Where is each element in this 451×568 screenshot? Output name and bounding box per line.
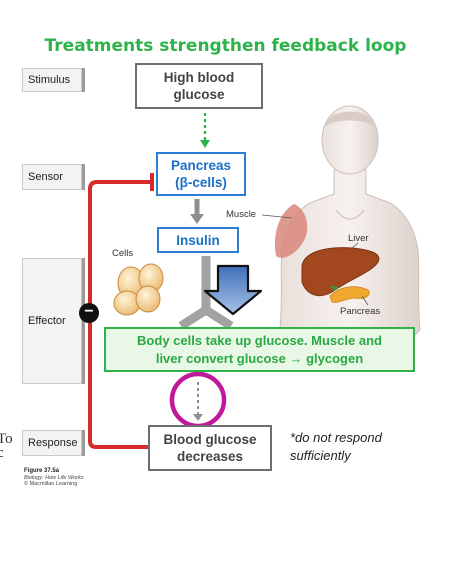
stage-response: Response — [22, 430, 82, 456]
liver-shape — [301, 247, 380, 297]
response-box: Blood glucose decreases — [148, 425, 272, 471]
insulin-box: Insulin — [157, 227, 239, 253]
clipped-edge-text: To c — [0, 431, 13, 461]
sensor-box: Pancreas (β-cells) — [156, 152, 246, 196]
stage-stimulus-label: Stimulus — [28, 74, 71, 86]
insulin-branch-right — [203, 306, 234, 330]
large-blue-arrow — [203, 264, 263, 316]
figure-publisher: © Macmillan Learning — [24, 481, 78, 487]
insulin-label: Insulin — [176, 232, 220, 248]
diagram-title: Treatments strengthen feedback loop — [44, 36, 407, 56]
note-line-2: sufficiently — [290, 448, 351, 463]
stimulus-line-2: glucose — [173, 87, 225, 102]
stage-sensor-label: Sensor — [28, 171, 63, 183]
sensor-line-2: (β-cells) — [175, 175, 227, 190]
stage-response-label: Response — [28, 437, 78, 449]
stage-effector-label: Effector — [28, 315, 66, 327]
response-line-1: Blood glucose — [163, 432, 257, 447]
pancreas-label: Pancreas — [340, 306, 381, 317]
figure-caption: Figure 37.5a Biology: How Life Works © M… — [24, 468, 84, 488]
figure-book: Biology: How Life Works — [24, 474, 84, 481]
action-line-2: liver convert glucose → glycogen — [155, 350, 364, 366]
action-line-1: Body cells take up glucose. Muscle and — [137, 332, 382, 348]
sensor-line-1: Pancreas — [170, 158, 232, 173]
stimulus-box: High blood glucose — [135, 63, 263, 109]
muscle-pointer — [261, 214, 293, 219]
stimulus-line-1: High blood — [163, 70, 235, 85]
cells-label: Cells — [112, 248, 134, 259]
sensor-insulin-arrowhead — [190, 214, 204, 224]
liver-pointer — [351, 242, 359, 249]
negative-sign: − — [84, 303, 94, 320]
liver-label: Liver — [348, 233, 369, 244]
stage-stimulus: Stimulus — [22, 68, 82, 92]
figure-number: Figure 37.5a — [24, 468, 60, 474]
note-line-1: *do not respond — [290, 430, 382, 445]
pancreas-pointer — [361, 295, 369, 306]
stage-sensor: Sensor — [22, 164, 82, 190]
muscle-label: Muscle — [226, 209, 257, 220]
cells-cluster — [113, 263, 164, 316]
insulin-branch-left — [178, 306, 209, 330]
pancreas-shape — [329, 286, 370, 303]
gallbladder-shape — [330, 286, 338, 291]
stage-effector: Effector — [22, 258, 82, 384]
note-text: *do not respond sufficiently — [290, 429, 382, 465]
negative-sign-circle — [79, 303, 99, 323]
response-line-2: decreases — [176, 449, 244, 464]
action-response-arrowhead — [193, 414, 203, 421]
clipped-edge-text-1: To — [0, 431, 13, 447]
negative-feedback-loop — [88, 180, 150, 449]
action-box: Body cells take up glucose. Muscle and l… — [104, 327, 415, 372]
clipped-edge-text-2: c — [0, 445, 4, 461]
stimulus-sensor-arrowhead — [200, 140, 210, 148]
